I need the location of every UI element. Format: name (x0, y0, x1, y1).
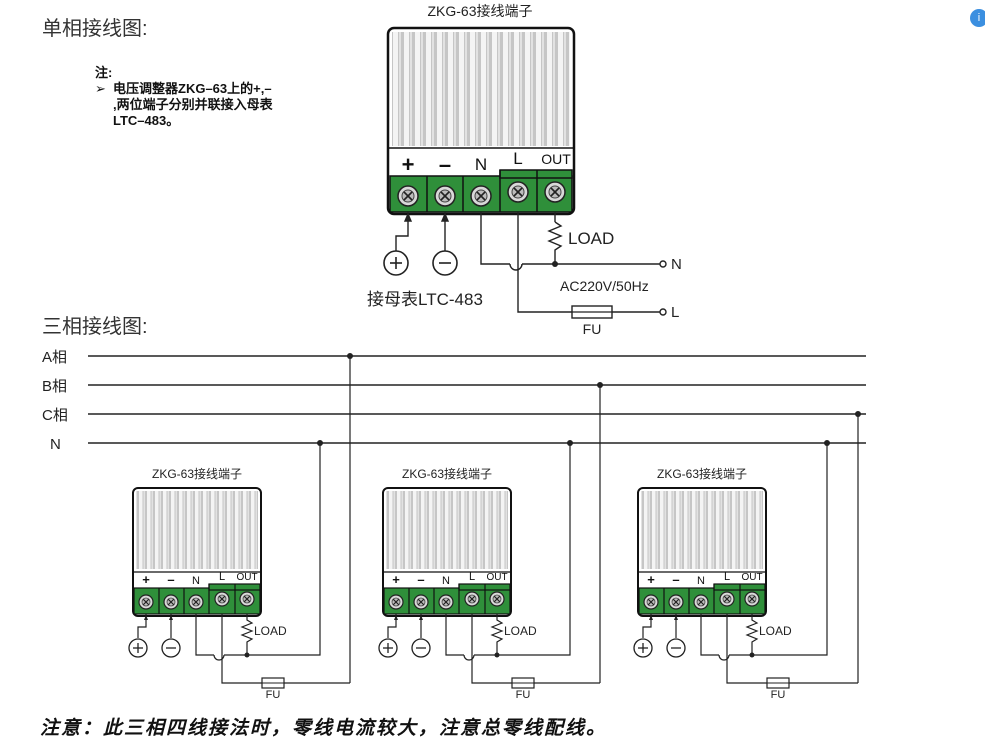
bus-a-label: A相 (42, 349, 67, 366)
bus-lines (88, 355, 866, 444)
terminal-plus-label: + (142, 572, 150, 587)
screw-icon (434, 185, 456, 207)
note-bullet-icon: ➢ (95, 81, 106, 96)
terminal-n-label: N (475, 155, 487, 174)
three-phase-title: 三相接线图: (42, 316, 148, 338)
bus-b-label: B相 (42, 378, 67, 395)
terminal-l-label: L (513, 149, 522, 168)
footer-note: 注意：此三相四线接法时，零线电流较大，注意总零线配线。 (40, 717, 608, 739)
screw-icon (397, 185, 419, 207)
load-label: LOAD (568, 229, 614, 248)
n-line-label: N (671, 256, 682, 273)
device-c (637, 487, 767, 617)
terminal-out-label: OUT (541, 151, 571, 167)
fuse-label: FU (516, 689, 531, 701)
terminal-minus-label: – (167, 572, 174, 587)
terminal-l-label: L (724, 571, 730, 583)
fuse-label: FU (583, 321, 602, 337)
terminal-minus-label: – (672, 572, 679, 587)
fuse-label: FU (771, 689, 786, 701)
terminal-n-label: N (442, 575, 450, 587)
note-line: LTC–483。 (113, 113, 180, 128)
note-label: 注: (95, 65, 113, 80)
device-a (132, 487, 262, 617)
bus-c-label: C相 (42, 407, 68, 424)
terminal-out-label: OUT (741, 572, 762, 583)
terminal-minus-label: – (417, 572, 424, 587)
device-a-wires (137, 356, 351, 684)
terminal-n-label: N (192, 575, 200, 587)
terminal-out-label: OUT (236, 572, 257, 583)
device-a-label: ZKG-63接线端子 (152, 466, 242, 481)
device-b-wires (387, 385, 601, 684)
source-label: AC220V/50Hz (560, 278, 649, 294)
load-label: LOAD (504, 624, 537, 638)
terminal-plus-label: + (392, 572, 400, 587)
fuse-label: FU (266, 689, 281, 701)
single-device (386, 26, 576, 216)
l-line-label: L (671, 304, 679, 321)
bus-n-label: N (50, 436, 61, 453)
meter-label: 接母表LTC-483 (367, 290, 483, 309)
terminal-l-label: L (469, 571, 475, 583)
device-c-wires (642, 414, 859, 684)
terminal-l-label: L (219, 571, 225, 583)
terminal-n-label: N (697, 575, 705, 587)
note-block: 注: ➢ 电压调整器ZKG–63上的+,– ,两位端子分别并联接入母表 LTC–… (95, 65, 273, 129)
terminal-minus-label: – (439, 152, 451, 177)
device-b (382, 487, 512, 617)
info-icon[interactable]: i (970, 9, 985, 27)
screw-icon (470, 185, 492, 207)
single-wires (395, 212, 660, 313)
device-b-label: ZKG-63接线端子 (402, 466, 492, 481)
note-line: 电压调整器ZKG–63上的+,– (113, 81, 272, 96)
device-c-label: ZKG-63接线端子 (657, 466, 747, 481)
terminal-plus-label: + (402, 152, 415, 177)
screw-icon (507, 181, 529, 203)
terminal-out-label: OUT (486, 572, 507, 583)
single-phase-title: 单相接线图: (42, 18, 148, 40)
terminal-plus-label: + (647, 572, 655, 587)
load-label: LOAD (254, 624, 287, 638)
single-device-label: ZKG-63接线端子 (427, 3, 532, 19)
load-label: LOAD (759, 624, 792, 638)
screw-icon (544, 181, 566, 203)
note-line: ,两位端子分别并联接入母表 (113, 97, 273, 112)
